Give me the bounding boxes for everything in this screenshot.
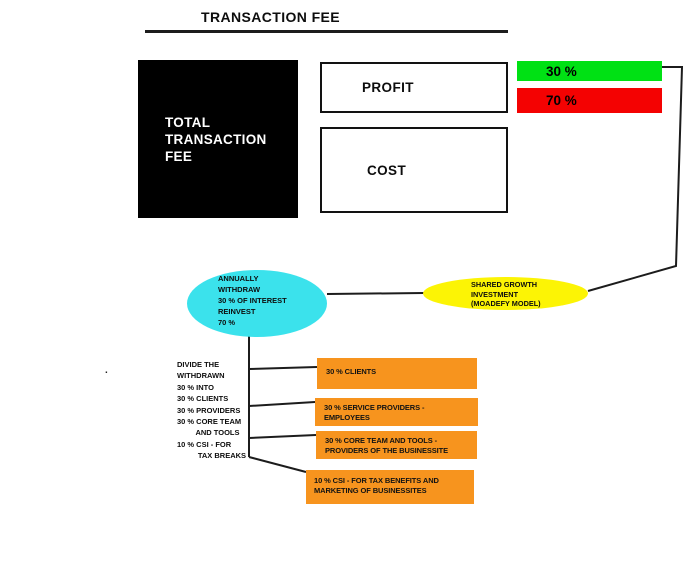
allocation-box-csi: 10 % CSI - FOR TAX BENEFITS AND MARKETIN…: [306, 470, 474, 504]
profit-share-label: 30 %: [546, 63, 577, 79]
total-transaction-fee-node: TOTAL TRANSACTION FEE: [138, 60, 298, 218]
profit-node: PROFIT: [320, 62, 508, 113]
connector-branch-clients: [248, 366, 318, 370]
connector-annual-withdraw-to-shared-growth: [326, 292, 425, 295]
allocation-box-service-providers: 30 % SERVICE PROVIDERS - EMPLOYEES: [315, 398, 478, 426]
cost-label: COST: [367, 162, 407, 178]
connector-branch-csi: [248, 456, 307, 473]
connector-branch-core-team: [248, 434, 317, 439]
allocation-box-core-team: 30 % CORE TEAM AND TOOLS - PROVIDERS OF …: [316, 431, 477, 459]
profit-share-bar: 30 %: [517, 61, 662, 81]
cost-node: COST: [320, 127, 508, 213]
allocation-box-clients: 30 % CLIENTS: [317, 358, 477, 389]
title-underline: [145, 30, 508, 33]
stray-mark: .: [105, 365, 108, 376]
connector-branch-service-providers: [248, 401, 316, 407]
diagram-title: TRANSACTION FEE: [201, 9, 340, 25]
divide-note: DIVIDE THE WITHDRAWN 30 % INTO 30 % CLIE…: [177, 360, 247, 461]
shared-growth-label: SHARED GROWTH INVESTMENT (MOADEFY MODEL): [471, 280, 541, 309]
annual-withdraw-label: ANNUALLY WITHDRAW 30 % OF INTEREST REINV…: [218, 274, 287, 327]
shared-growth-node: SHARED GROWTH INVESTMENT (MOADEFY MODEL): [423, 277, 588, 310]
total-transaction-fee-label: TOTAL TRANSACTION FEE: [165, 115, 267, 164]
cost-share-label: 70 %: [546, 93, 577, 108]
annual-withdraw-node: ANNUALLY WITHDRAW 30 % OF INTEREST REINV…: [187, 270, 327, 337]
cost-share-bar: 70 %: [517, 88, 662, 113]
profit-label: PROFIT: [362, 80, 414, 95]
